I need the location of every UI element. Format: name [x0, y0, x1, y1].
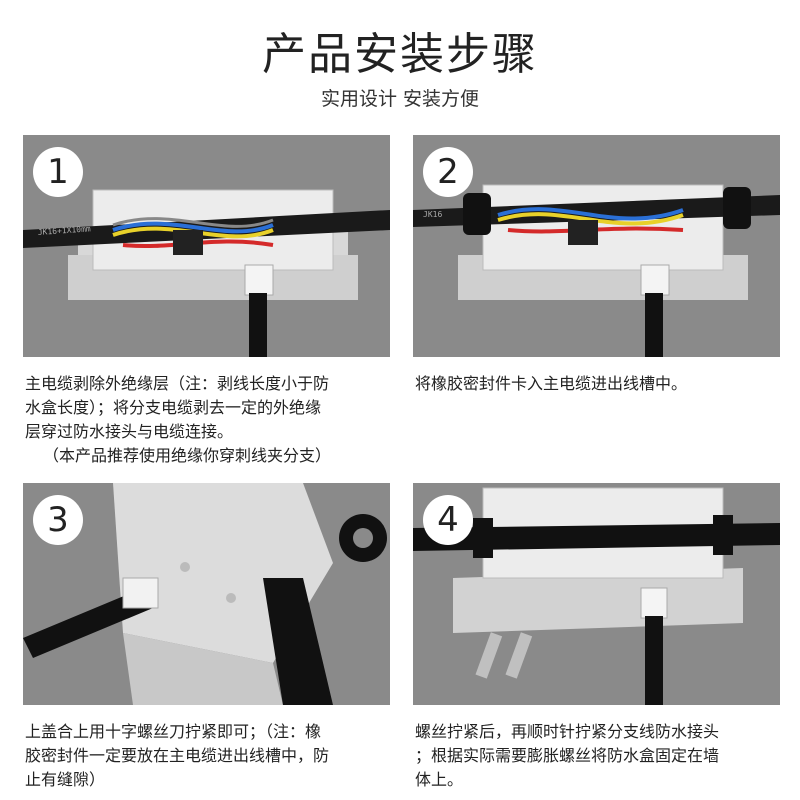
step-3-image: 3: [23, 483, 390, 705]
step-number-badge: 2: [423, 147, 473, 197]
caption-line: 止有缝隙）: [25, 770, 106, 789]
cable-print: JK16+1X10mm: [38, 224, 92, 237]
caption-line: 将橡胶密封件卡入主电缆进出线槽中。: [415, 374, 688, 393]
junction-box-seals-illustration: JK16: [413, 184, 780, 357]
junction-box-closed-illustration: [23, 483, 387, 705]
caption-line: ；根据实际需要膨胀螺丝将防水盒固定在墙: [415, 746, 720, 765]
caption-line: 上盖合上用十字螺丝刀拧紧即可；（注：橡: [25, 722, 322, 741]
step-number-badge: 1: [33, 147, 83, 197]
step-number-badge: 3: [33, 495, 83, 545]
page-subtitle: 实用设计 安装方便: [320, 88, 480, 110]
cable-print: JK16: [423, 210, 442, 219]
caption-line: 层穿过防水接头与电缆连接。: [25, 422, 234, 441]
step-number-badge: 4: [423, 495, 473, 545]
junction-box-open-illustration: JK16+1X10mm: [23, 189, 390, 357]
step-2-caption: 将橡胶密封件卡入主电缆进出线槽中。: [415, 372, 785, 396]
caption-line: 螺丝拧紧后，再顺时针拧紧分支线防水接头: [415, 722, 720, 741]
step-2-image: 2 JK16: [413, 135, 780, 357]
page-title: 产品安装步骤: [262, 29, 538, 80]
step-4-caption: 螺丝拧紧后，再顺时针拧紧分支线防水接头 ；根据实际需要膨胀螺丝将防水盒固定在墙 …: [415, 720, 785, 792]
caption-line: 主电缆剥除外绝缘层（注：剥线长度小于防: [25, 374, 330, 393]
junction-box-mounted-illustration: [413, 487, 780, 705]
step-1-image: 1 JK16+1X10mm: [23, 135, 390, 357]
caption-line: 胶密封件一定要放在主电缆进出线槽中，防: [25, 746, 330, 765]
caption-note: （本产品推荐使用绝缘你穿刺线夹分支）: [43, 446, 332, 465]
step-1-caption: 主电缆剥除外绝缘层（注：剥线长度小于防 水盒长度）；将分支电缆剥去一定的外绝缘 …: [25, 372, 395, 468]
step-4-image: 4: [413, 483, 780, 705]
step-3-caption: 上盖合上用十字螺丝刀拧紧即可；（注：橡 胶密封件一定要放在主电缆进出线槽中，防 …: [25, 720, 395, 792]
caption-line: 水盒长度）；将分支电缆剥去一定的外绝缘: [25, 398, 322, 417]
caption-line: 体上。: [415, 770, 464, 789]
